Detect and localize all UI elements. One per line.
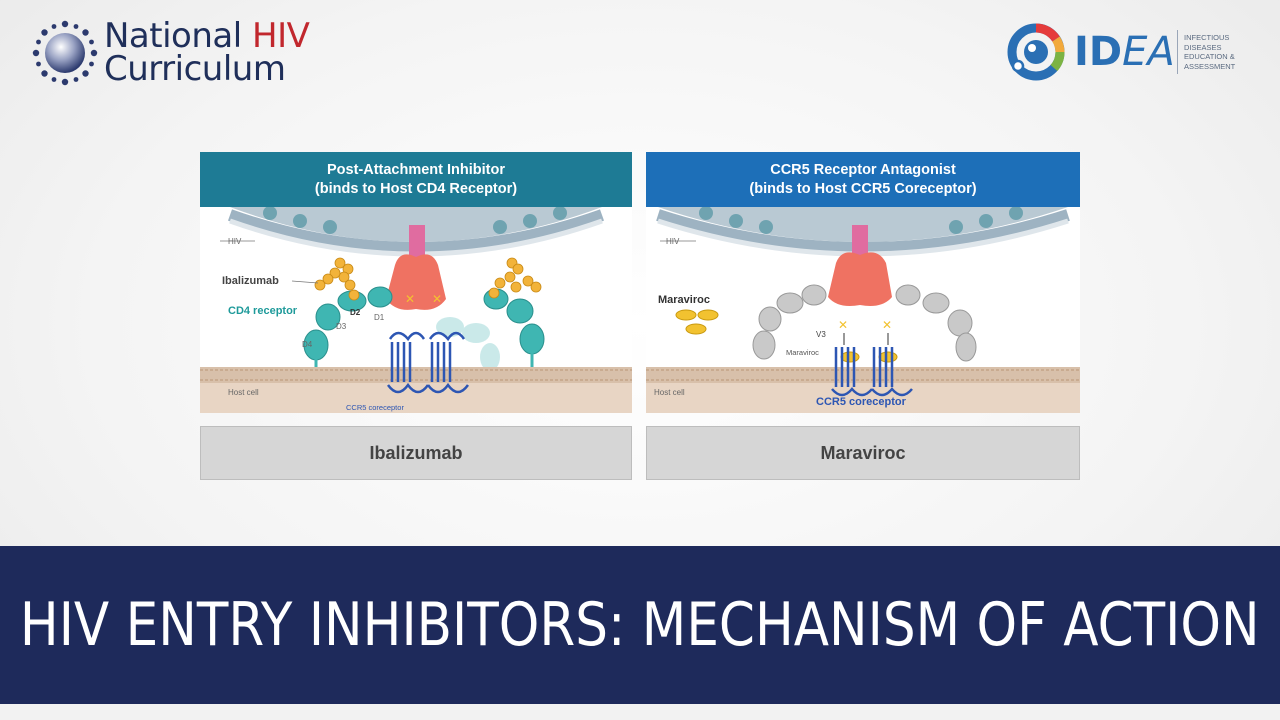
drug-name-box: Ibalizumab <box>200 426 632 480</box>
title-banner: HIV ENTRY INHIBITORS: MECHANISM OF ACTIO… <box>0 546 1280 704</box>
d2-label: D2 <box>350 308 361 317</box>
idea-logo: IDEA INFECTIOUS DISEASES EDUCATION & ASS… <box>1004 20 1254 86</box>
maraviroc-label: Maraviroc <box>658 294 710 306</box>
d3-label: D3 <box>336 322 347 331</box>
host-cell-label: Host cell <box>228 388 259 397</box>
panel-title: Post-Attachment Inhibitor <box>326 161 506 178</box>
panel-header: Post-Attachment Inhibitor (binds to Host… <box>200 152 632 207</box>
nhc-line1-hiv: HIV <box>252 16 310 56</box>
slide-title: HIV ENTRY INHIBITORS: MECHANISM OF ACTIO… <box>20 590 1260 660</box>
block-x-icon: ✕ <box>882 318 892 332</box>
panel-title: CCR5 Receptor Antagonist <box>770 161 956 178</box>
panel-ibalizumab: Post-Attachment Inhibitor (binds to Host… <box>200 152 632 482</box>
ccr5-coreceptor-label: CCR5 coreceptor <box>346 403 404 412</box>
panel-subtitle: (binds to Host CD4 Receptor) <box>314 180 518 197</box>
idea-wordmark: IDEA <box>1074 32 1175 72</box>
virus-emblem-icon <box>32 20 98 86</box>
drug-name: Ibalizumab <box>369 442 463 463</box>
idea-sub-line: DISEASES <box>1184 42 1222 52</box>
nhc-line2: Curriculum <box>104 49 286 89</box>
national-hiv-curriculum-logo: National HIV Curriculum <box>30 18 330 90</box>
block-x-icon: ✕ <box>405 292 415 306</box>
idea-word-italic: EA <box>1122 29 1175 75</box>
drug-name: Maraviroc <box>820 442 906 463</box>
host-cell-label: Host cell <box>654 388 685 397</box>
v3-label: V3 <box>816 330 826 339</box>
maraviroc-small-label: Maraviroc <box>786 348 819 357</box>
nhc-line1: National <box>104 16 252 56</box>
ccr5-coreceptor-label: CCR5 coreceptor <box>816 396 907 408</box>
maraviroc-mechanism-illustration: HIV ✕ ✕ <box>646 207 1080 413</box>
d1-label: D1 <box>374 313 385 322</box>
panel-header: CCR5 Receptor Antagonist (binds to Host … <box>646 152 1080 207</box>
idea-sub-line: INFECTIOUS <box>1184 33 1230 42</box>
ibalizumab-label: Ibalizumab <box>222 275 279 287</box>
cd4-receptor-label: CD4 receptor <box>228 305 298 317</box>
drug-name-box: Maraviroc <box>646 426 1080 480</box>
hiv-label: HIV <box>228 237 242 246</box>
idea-word-bold: ID <box>1074 29 1123 75</box>
idea-subtitle: INFECTIOUS DISEASES EDUCATION & ASSESSME… <box>1184 33 1235 71</box>
nhc-wordmark: National HIV Curriculum <box>104 19 310 89</box>
idea-ring-icon <box>1007 23 1065 81</box>
idea-sub-line: EDUCATION & <box>1184 52 1235 61</box>
bottom-strip <box>0 704 1280 720</box>
idea-divider <box>1177 30 1178 74</box>
block-x-icon: ✕ <box>432 292 442 306</box>
panel-subtitle: (binds to Host CCR5 Coreceptor) <box>749 180 977 197</box>
idea-sub-line: ASSESSMENT <box>1184 61 1236 71</box>
d4-label: D4 <box>302 340 313 349</box>
ibalizumab-mechanism-illustration: HIV ✕ ✕ <box>200 207 632 413</box>
hiv-label: HIV <box>666 237 680 246</box>
panel-maraviroc: CCR5 Receptor Antagonist (binds to Host … <box>646 152 1080 482</box>
block-x-icon: ✕ <box>838 318 848 332</box>
